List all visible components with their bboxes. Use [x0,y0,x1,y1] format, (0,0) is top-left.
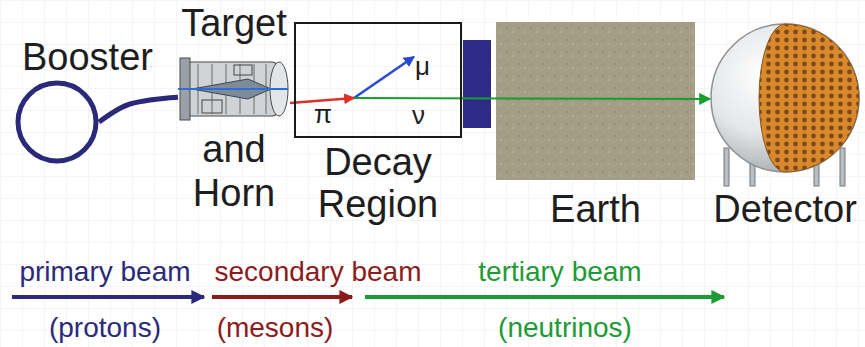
node-caption: Target [158,2,310,46]
beam-label: tertiary beam [478,256,641,288]
absorber-block [463,40,491,128]
text-holder: Detector [700,188,865,232]
text-holder: π [314,100,332,130]
beam-label: (mesons) [217,312,334,344]
beam-wrapper: (mesons) [217,312,334,344]
beam-label: (protons) [49,312,161,344]
text-holder: Booster [22,36,153,80]
beam-label: secondary beam [214,256,421,288]
secondary-beam-arrow [212,295,352,299]
node-caption: Decay Region [294,142,462,226]
target-horn: Targetand Horn [178,52,290,125]
tertiary-beam-arrow [365,295,724,299]
node-caption: and Horn [178,128,290,215]
beam-wrapper: secondary beam [214,256,421,288]
earth-block: Earth [496,22,695,180]
node-caption: Booster [22,36,153,80]
particle-symbol: ν [412,101,425,131]
detector-sphere-shape [710,20,860,176]
particle-symbol: μ [415,52,430,82]
text-holder: and Horn [178,128,290,215]
target-horn-figure [178,58,288,120]
text-holder: μ [415,52,430,82]
beam-wrapper: (protons) [49,312,161,344]
beam-label: primary beam [19,256,190,288]
particle-symbol: π [314,100,332,130]
primary-beam-arrow [12,295,204,299]
earth-block [496,22,695,180]
muon-label-node: μ [414,52,440,84]
node-caption: Earth [476,188,715,232]
beam-wrapper: tertiary beam [478,256,641,288]
node-caption: Detector [700,188,865,232]
beam-wrapper: (neutrinos) [498,312,632,344]
pion-label-node: π [312,98,354,130]
detector-sphere: Detector [710,20,860,176]
beam-wrapper: primary beam [19,256,190,288]
text-holder: Target [158,2,310,46]
booster-ring-shape [15,80,99,164]
target-horn-shape [178,52,290,125]
text-holder: Earth [476,188,715,232]
beam-label: (neutrinos) [498,312,632,344]
neutrino-arrow [354,97,710,100]
text-holder: Decay Region [294,142,462,226]
detector-sphere [711,24,859,186]
decay-region-box: Decay Regionπμ [294,22,462,138]
booster-ring: Booster [15,80,99,164]
booster-ring [18,83,96,161]
booster-transfer-line [99,97,178,122]
muon-arrow [354,57,414,98]
